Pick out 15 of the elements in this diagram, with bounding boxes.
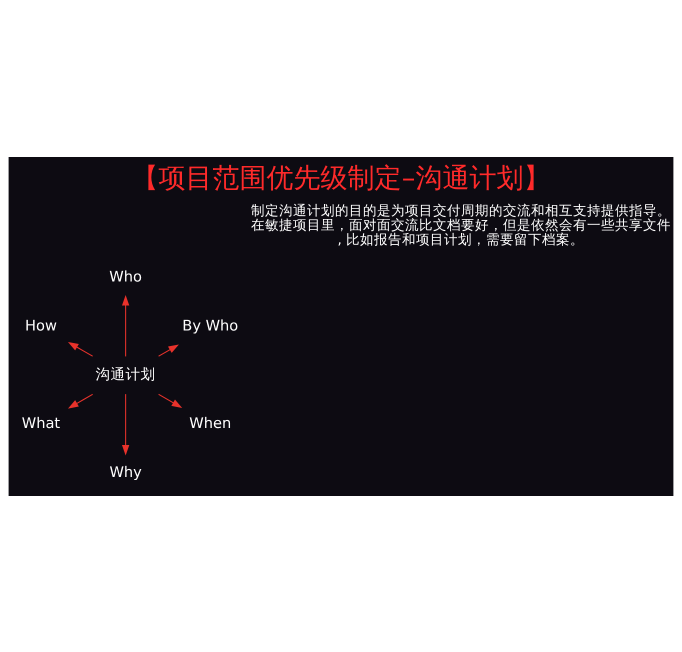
node-text: 沟通计划 xyxy=(96,366,156,383)
node-text: By Who xyxy=(182,316,238,334)
arrow xyxy=(122,294,130,356)
arrow xyxy=(68,341,93,356)
arrow xyxy=(158,344,179,356)
node-text: How xyxy=(25,316,57,334)
node-text: Who xyxy=(109,268,142,285)
node-text: When xyxy=(189,414,232,432)
diagram-title: 【项目范围优先级制定–沟通计划】 xyxy=(132,162,550,194)
arrow xyxy=(68,393,93,408)
node-text: Why xyxy=(109,463,142,480)
arrow xyxy=(158,393,182,408)
arrow xyxy=(122,394,130,455)
caption: 制定沟通计划的目的是为项目交付周期的交流和相互支持提供指导。在敏捷项目里，面对面交流比文档要好，但是依然会有一些共享文件, 比如报告和项目计划，需要留下档案。 xyxy=(250,202,671,248)
node-text: What xyxy=(22,414,60,432)
